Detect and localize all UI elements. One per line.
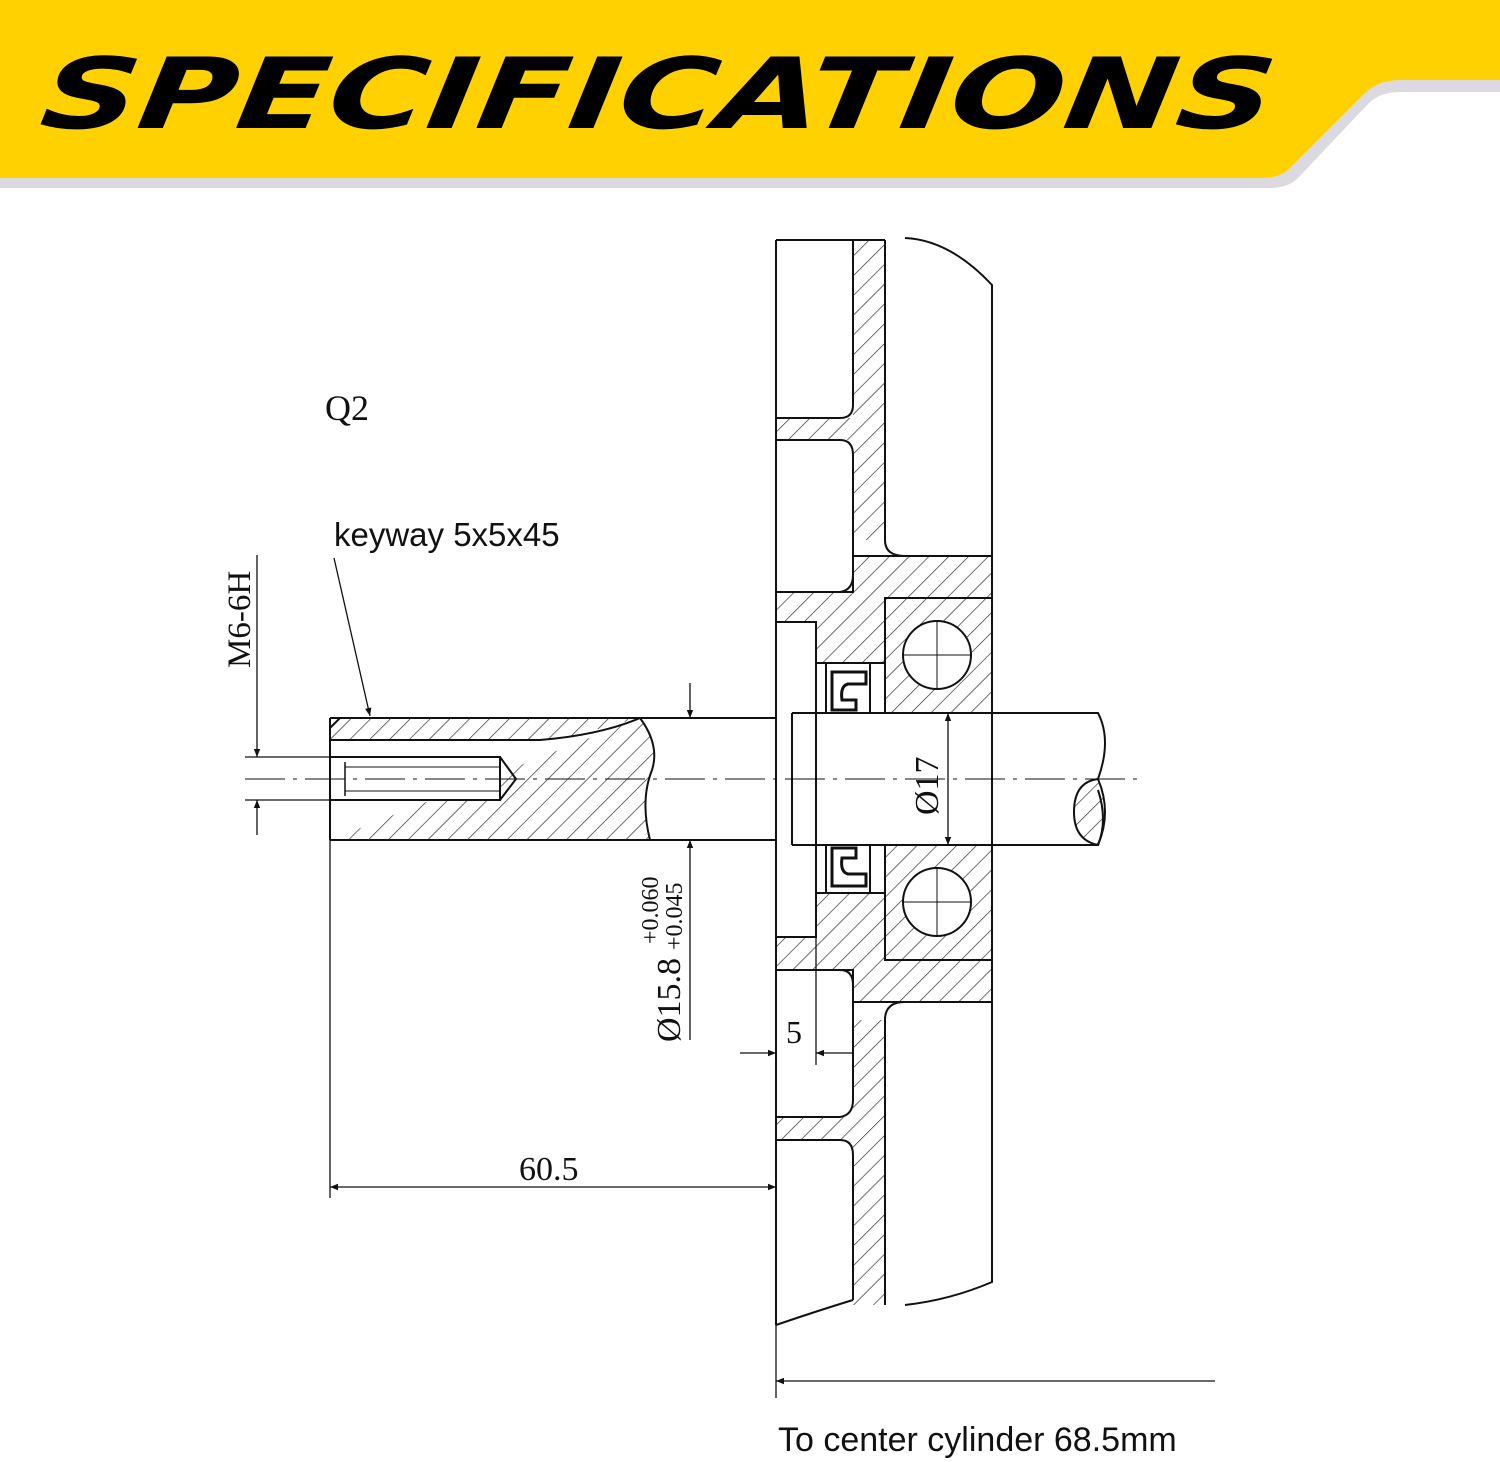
crankshaft bbox=[791, 712, 1106, 847]
tolerance-lower: +0.045 bbox=[662, 882, 688, 950]
dimension-lines bbox=[245, 555, 1215, 1398]
shaft-diameter-label: Ø15.8 bbox=[651, 958, 688, 1042]
keyway-label: keyway 5x5x45 bbox=[334, 516, 560, 553]
engine-housing bbox=[775, 237, 993, 1326]
oil-seal-upper bbox=[825, 662, 871, 714]
bearing-shaft-diameter-label: Ø17 bbox=[909, 756, 946, 815]
bearing-upper bbox=[884, 597, 993, 714]
model-label: Q2 bbox=[325, 388, 369, 428]
banner-background bbox=[0, 0, 1500, 178]
page-title: SPECIFICATIONS bbox=[35, 38, 1283, 151]
shaft-length-label: 60.5 bbox=[519, 1151, 579, 1188]
thread-label: M6-6H bbox=[222, 571, 258, 668]
shaft-diameter-value: Ø15.8 bbox=[651, 958, 688, 1042]
cylinder-distance-label: To center cylinder 68.5mm bbox=[778, 1421, 1177, 1459]
header-banner: SPECIFICATIONS bbox=[0, 0, 1500, 188]
tolerance-upper: +0.060 bbox=[638, 876, 664, 944]
bearing-lower bbox=[884, 844, 993, 961]
oil-seal-lower bbox=[825, 844, 871, 894]
offset-label: 5 bbox=[786, 1014, 802, 1050]
